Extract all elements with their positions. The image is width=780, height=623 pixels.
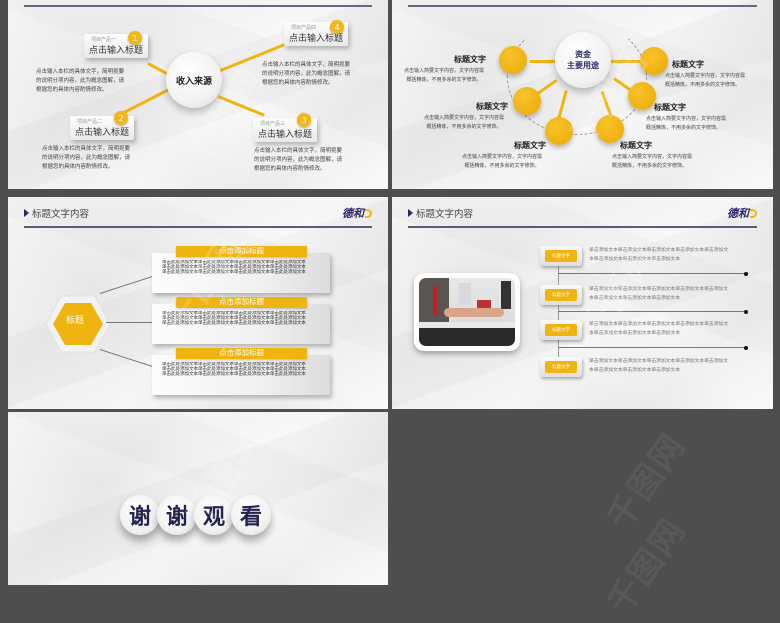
- item-subtitle: 项目产品四: [291, 25, 317, 31]
- content-card: [152, 253, 330, 293]
- connector-line: [530, 60, 560, 63]
- node-description: 点击输入简要文字内容，文字内容需概括精炼，不用多余的文字修饰。: [646, 116, 727, 131]
- brand-logo: 德和: [342, 205, 372, 221]
- item-description: 点击输入本栏的具体文字，简明扼要的说明分项内容，此为概念图解，请根据您的具体内容…: [42, 146, 131, 170]
- timeline-label-button[interactable]: 标题文字: [540, 357, 582, 377]
- thank-you-char: 谢: [157, 495, 197, 535]
- timeline-text: 单击添加文本单击添加文本单击添加文本单击添加文本单击添加文本单击添加文本单击添加…: [589, 248, 729, 262]
- item-title: 点击输入标题: [75, 128, 130, 138]
- timeline-label-button[interactable]: 标题文字: [540, 320, 582, 340]
- node-title: 标题文字: [454, 55, 486, 64]
- number-badge: 1: [128, 31, 142, 45]
- thank-you-circles: 谢 谢 观 看: [120, 495, 271, 535]
- header-rule: [24, 226, 372, 228]
- node-circle: [640, 47, 668, 75]
- timeline-text: 单击添加文本单击添加文本单击添加文本单击添加文本单击添加文本单击添加文本单击添加…: [589, 322, 729, 336]
- thank-you-char: 观: [194, 495, 234, 535]
- brand-logo: 德和: [727, 205, 757, 221]
- item-subtitle: 项目产品三: [260, 121, 286, 127]
- thank-you-char: 谢: [120, 495, 160, 535]
- card-text: 单击此处添加文本单击此处添加文本单击此处添加文本单击此处添加文本单击此处添加文本…: [162, 311, 306, 326]
- node-title: 标题文字: [514, 141, 546, 150]
- item-title: 点击输入标题: [89, 46, 144, 56]
- timeline-text: 单击添加文本单击添加文本单击添加文本单击添加文本单击添加文本单击添加文本单击添加…: [589, 287, 729, 301]
- item-description: 点击输入本栏的具体文字，简明扼要的说明分项内容，此为概念图解，请根据您的具体内容…: [36, 69, 125, 93]
- content-card: [152, 304, 330, 344]
- watermark: 千图网: [599, 425, 695, 538]
- connector-line: [217, 95, 265, 117]
- center-label-line2: 主要用途: [567, 61, 599, 70]
- item-subtitle: 项目产品二: [77, 119, 103, 125]
- node-description: 点击输入简要文字内容，文字内容需概括精炼，不用多余的文字修饰。: [462, 154, 543, 169]
- slide-thumbnail-income-sources[interactable]: 收入来源 项目产品一 点击输入标题 1 点击输入本栏的具体文字，简明扼要的说明分…: [8, 0, 388, 189]
- node-circle: [499, 46, 527, 74]
- card-title[interactable]: 点击添加标题: [176, 297, 307, 308]
- hexagon-label: 标题: [66, 316, 85, 326]
- slide-thumbnail-hexagon-list[interactable]: 标题文字内容 德和 标题 点击添加标题 单击此处添加文本单击此处添加文本单击此处…: [8, 197, 388, 409]
- slide-thumbnail-thank-you[interactable]: 谢 谢 观 看 千图网: [8, 412, 388, 585]
- logo-arc-icon: [365, 208, 372, 218]
- handshake-photo: [414, 273, 520, 351]
- header-rule: [408, 226, 757, 228]
- node-description: 点击输入简要文字内容，文字内容需概括精炼，不用多余的文字修饰。: [665, 73, 746, 88]
- slide-header: 标题文字内容: [408, 206, 473, 220]
- node-title: 标题文字: [654, 103, 686, 112]
- slide-thumbnail-fund-usage[interactable]: 资金 主要用途 标题文字 点击输入简要文字内容，文字内容需概括精炼，不用多余的文…: [392, 0, 773, 189]
- node-title: 标题文字: [672, 60, 704, 69]
- triangle-bullet-icon: [408, 209, 413, 217]
- thank-you-char: 看: [231, 495, 271, 535]
- arrow-connector: [99, 349, 160, 370]
- timeline-separator: [558, 345, 748, 350]
- arrow-connector: [106, 320, 159, 324]
- connector-line: [607, 60, 642, 63]
- node-title: 标题文字: [476, 102, 508, 111]
- card-text: 单击此处添加文本单击此处添加文本单击此处添加文本单击此处添加文本单击此处添加文本…: [162, 362, 306, 377]
- center-circle: 收入来源: [166, 52, 222, 108]
- header-rule: [408, 5, 757, 7]
- item-subtitle: 项目产品一: [91, 37, 117, 43]
- slide-title: 标题文字内容: [32, 209, 90, 220]
- node-circle: [596, 115, 624, 143]
- card-title[interactable]: 点击添加标题: [176, 246, 307, 257]
- logo-arc-icon: [750, 208, 757, 218]
- slide-header: 标题文字内容: [24, 206, 89, 220]
- card-title[interactable]: 点击添加标题: [176, 348, 307, 359]
- node-title: 标题文字: [620, 141, 652, 150]
- triangle-bullet-icon: [24, 209, 29, 217]
- node-circle: [513, 87, 541, 115]
- center-label: 收入来源: [175, 76, 212, 87]
- node-description: 点击输入简要文字内容，文字内容需概括精炼，不用多余的文字修饰。: [612, 154, 693, 169]
- header-rule: [24, 5, 372, 7]
- center-label-line1: 资金: [575, 50, 591, 59]
- timeline-separator: [558, 309, 748, 314]
- slide-title: 标题文字内容: [416, 209, 474, 220]
- number-badge: 2: [114, 111, 128, 125]
- card-text: 单击此处添加文本单击此处添加文本单击此处添加文本单击此处添加文本单击此处添加文本…: [162, 260, 306, 275]
- number-badge: 4: [330, 20, 344, 34]
- item-description: 点击输入本栏的具体文字，简明扼要的说明分项内容，此为概念图解，请根据您的具体内容…: [254, 148, 343, 172]
- timeline-label-button[interactable]: 标题文字: [540, 285, 582, 305]
- node-description: 点击输入简要文字内容，文字内容需概括精炼，不用多余的文字修饰。: [404, 68, 485, 83]
- timeline-label-button[interactable]: 标题文字: [540, 246, 582, 266]
- slide-thumbnail-photo-timeline[interactable]: 标题文字内容 德和 标题文字 单击添加文本单击添加文本单击添加文本单击添加文本单…: [392, 197, 773, 409]
- number-badge: 3: [297, 113, 311, 127]
- timeline-text: 单击添加文本单击添加文本单击添加文本单击添加文本单击添加文本单击添加文本单击添加…: [589, 359, 729, 373]
- timeline-vertical-line: [558, 259, 559, 369]
- hexagon-icon: [45, 295, 111, 353]
- center-circle: 资金 主要用途: [555, 32, 611, 88]
- watermark: 千图网: [599, 510, 695, 623]
- item-title: 点击输入标题: [289, 34, 344, 44]
- node-circle: [628, 82, 656, 110]
- node-circle: [545, 117, 573, 145]
- arrow-connector: [99, 273, 160, 294]
- timeline-separator: [558, 271, 748, 276]
- dashed-arc: [507, 20, 647, 135]
- item-description: 点击输入本栏的具体文字，简明扼要的说明分项内容，此为概念图解，请根据您的具体内容…: [262, 62, 351, 86]
- content-card: [152, 355, 330, 395]
- node-description: 点击输入简要文字内容，文字内容需概括精炼，不用多余的文字修饰。: [424, 115, 505, 130]
- item-title: 点击输入标题: [258, 130, 313, 140]
